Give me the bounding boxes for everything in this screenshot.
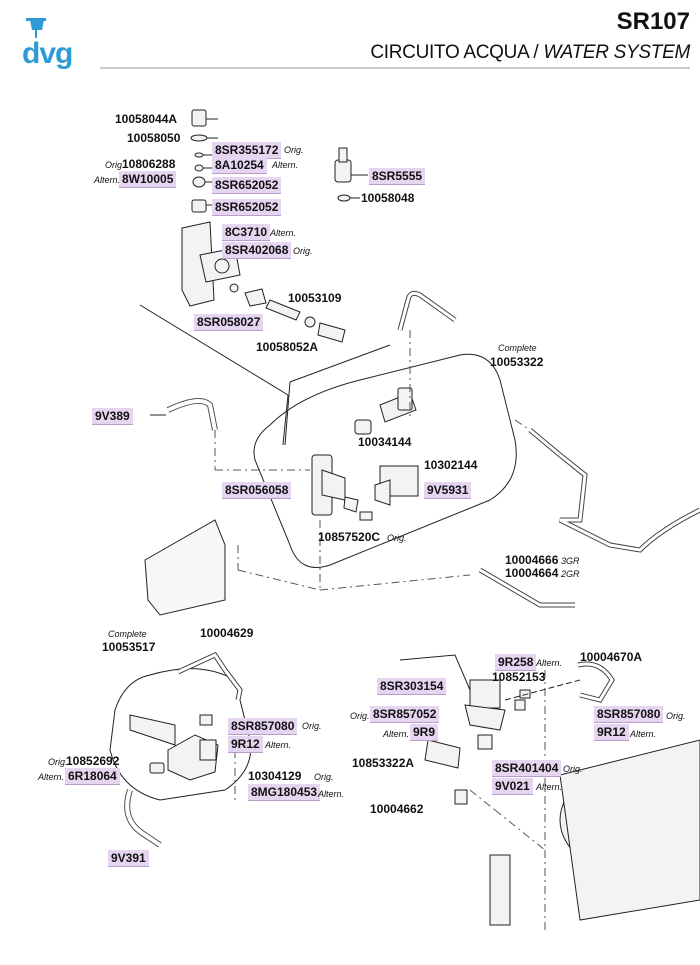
altern-note: Altern. <box>318 789 345 799</box>
brand-logo-text: dvg <box>22 37 73 70</box>
part-label-highlight: 9R12 <box>594 724 629 741</box>
part-label-highlight: 8SR857052 <box>370 706 440 723</box>
altern-note: Altern. <box>270 228 297 238</box>
part-label-highlight: 9V021 <box>492 778 533 795</box>
part-label: 10058048 <box>361 191 415 205</box>
part-label-highlight: 8W10005 <box>119 171 177 188</box>
part-label: 10857520C <box>318 530 381 544</box>
part-label-highlight: 8SR652052 <box>212 177 282 194</box>
orig-note: Orig. <box>563 764 583 774</box>
part-label: 10058044A <box>115 112 178 126</box>
part-label-highlight: 8SR5555 <box>369 168 426 185</box>
orig-note: Orig. <box>105 160 125 170</box>
part-label: 10053322 <box>490 355 544 369</box>
part-label: 10853322A <box>352 756 415 770</box>
part-label: 10034144 <box>358 435 412 449</box>
part-label-highlight: 9V391 <box>108 850 149 867</box>
altern-note: Altern. <box>536 658 563 668</box>
part-label-highlight: 9R9 <box>410 724 439 741</box>
detail-box-lower-left <box>109 668 252 801</box>
title-italian: CIRCUITO ACQUA <box>370 42 529 63</box>
altern-note: Altern. <box>536 782 563 792</box>
orig-note: Orig. <box>284 145 304 155</box>
part-label: 10053109 <box>288 291 342 305</box>
part-label-highlight: 8SR857080 <box>228 718 298 735</box>
detail-box <box>253 353 517 568</box>
pump-valve <box>311 387 419 521</box>
part-label-highlight: 9R12 <box>228 736 263 753</box>
altern-note: Altern. <box>38 772 65 782</box>
orig-note: Orig. <box>387 533 407 543</box>
top-valve-assembly <box>181 109 352 343</box>
part-label-highlight: 8SR355172 <box>212 142 282 159</box>
altern-note: Altern. <box>383 729 410 739</box>
part-label-highlight: 8SR401404 <box>492 760 562 777</box>
bracket <box>144 519 226 616</box>
complete-note: Complete <box>498 343 537 353</box>
part-label: 10004666 <box>505 553 559 567</box>
model-number: SR107 <box>616 8 690 35</box>
part-label: 10806288 <box>122 157 176 171</box>
orig-note: Orig. <box>314 772 334 782</box>
part-label: 10852153 <box>492 670 546 684</box>
part-label: 10302144 <box>424 458 478 472</box>
altern-note: Altern. <box>94 175 121 185</box>
orig-note: Orig. <box>350 711 370 721</box>
dvg-logo-icon <box>26 18 46 38</box>
detail-box-lower-right <box>399 654 471 691</box>
part-label-highlight: 8SR857080 <box>594 706 664 723</box>
orig-note: Orig. <box>48 757 68 767</box>
title-separator: / <box>528 42 544 63</box>
part-label: 10053517 <box>102 640 156 654</box>
group-note: 3GR <box>561 556 580 566</box>
page-title: CIRCUITO ACQUA / WATER SYSTEM <box>370 42 690 64</box>
altern-note: Altern. <box>630 729 657 739</box>
part-label-highlight: 8SR056058 <box>222 482 292 499</box>
part-label-highlight: 8MG180453 <box>248 784 321 801</box>
part-label: 10004662 <box>370 802 424 816</box>
part-label: 10852692 <box>66 754 120 768</box>
orig-note: Orig. <box>302 721 322 731</box>
altern-note: Altern. <box>272 160 299 170</box>
part-label-highlight: 9R258 <box>495 654 537 671</box>
part-label-highlight: 8SR058027 <box>194 314 264 331</box>
orig-note: Orig. <box>293 246 313 256</box>
part-label-highlight: 8SR652052 <box>212 199 282 216</box>
complete-note: Complete <box>108 629 147 639</box>
part-label-highlight: 8A10254 <box>212 157 267 174</box>
orig-note: Orig. <box>666 711 686 721</box>
part-label: 10304129 <box>248 769 302 783</box>
part-label-highlight: 6R18064 <box>65 768 120 785</box>
title-english: WATER SYSTEM <box>543 42 690 63</box>
part-label-highlight: 8SR402068 <box>222 242 292 259</box>
part-label-highlight: 8SR303154 <box>377 678 447 695</box>
part-label: 10004664 <box>505 566 559 580</box>
part-label: 10058052A <box>256 340 319 354</box>
part-label: 10058050 <box>127 131 181 145</box>
part-label-highlight: 8C3710 <box>222 224 271 241</box>
part-label-highlight: 9V389 <box>92 408 133 425</box>
group-note: 2GR <box>561 569 580 579</box>
altern-note: Altern. <box>265 740 292 750</box>
part-label-highlight: 9V5931 <box>424 482 472 499</box>
part-label: 10004670A <box>580 650 643 664</box>
part-label: 10004629 <box>200 626 254 640</box>
